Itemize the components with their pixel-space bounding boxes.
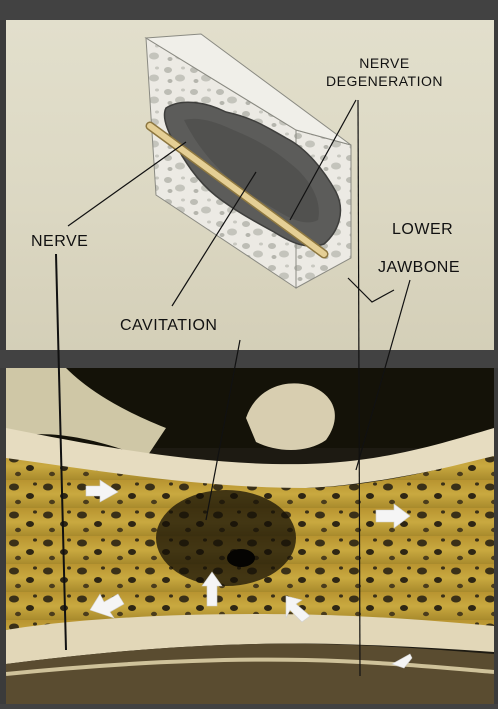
- label-nerve-degeneration-line1: NERVE: [326, 54, 443, 72]
- bottom-border: [0, 704, 498, 709]
- jawbone-specimen-photo: [6, 368, 494, 704]
- cavitation-area: [156, 490, 296, 586]
- label-nerve-degeneration-line2: DEGENERATION: [326, 72, 443, 90]
- top-border: [0, 0, 498, 20]
- divider-band: [0, 350, 498, 368]
- label-cavitation: CAVITATION: [120, 318, 217, 334]
- label-nerve-degeneration: NERVE DEGENERATION: [326, 54, 443, 90]
- label-nerve: NERVE: [31, 234, 88, 250]
- cavitation-void: [227, 549, 255, 567]
- label-jawbone: JAWBONE: [378, 260, 460, 276]
- specimen-drawing: [6, 368, 494, 704]
- label-lower: LOWER: [392, 222, 453, 238]
